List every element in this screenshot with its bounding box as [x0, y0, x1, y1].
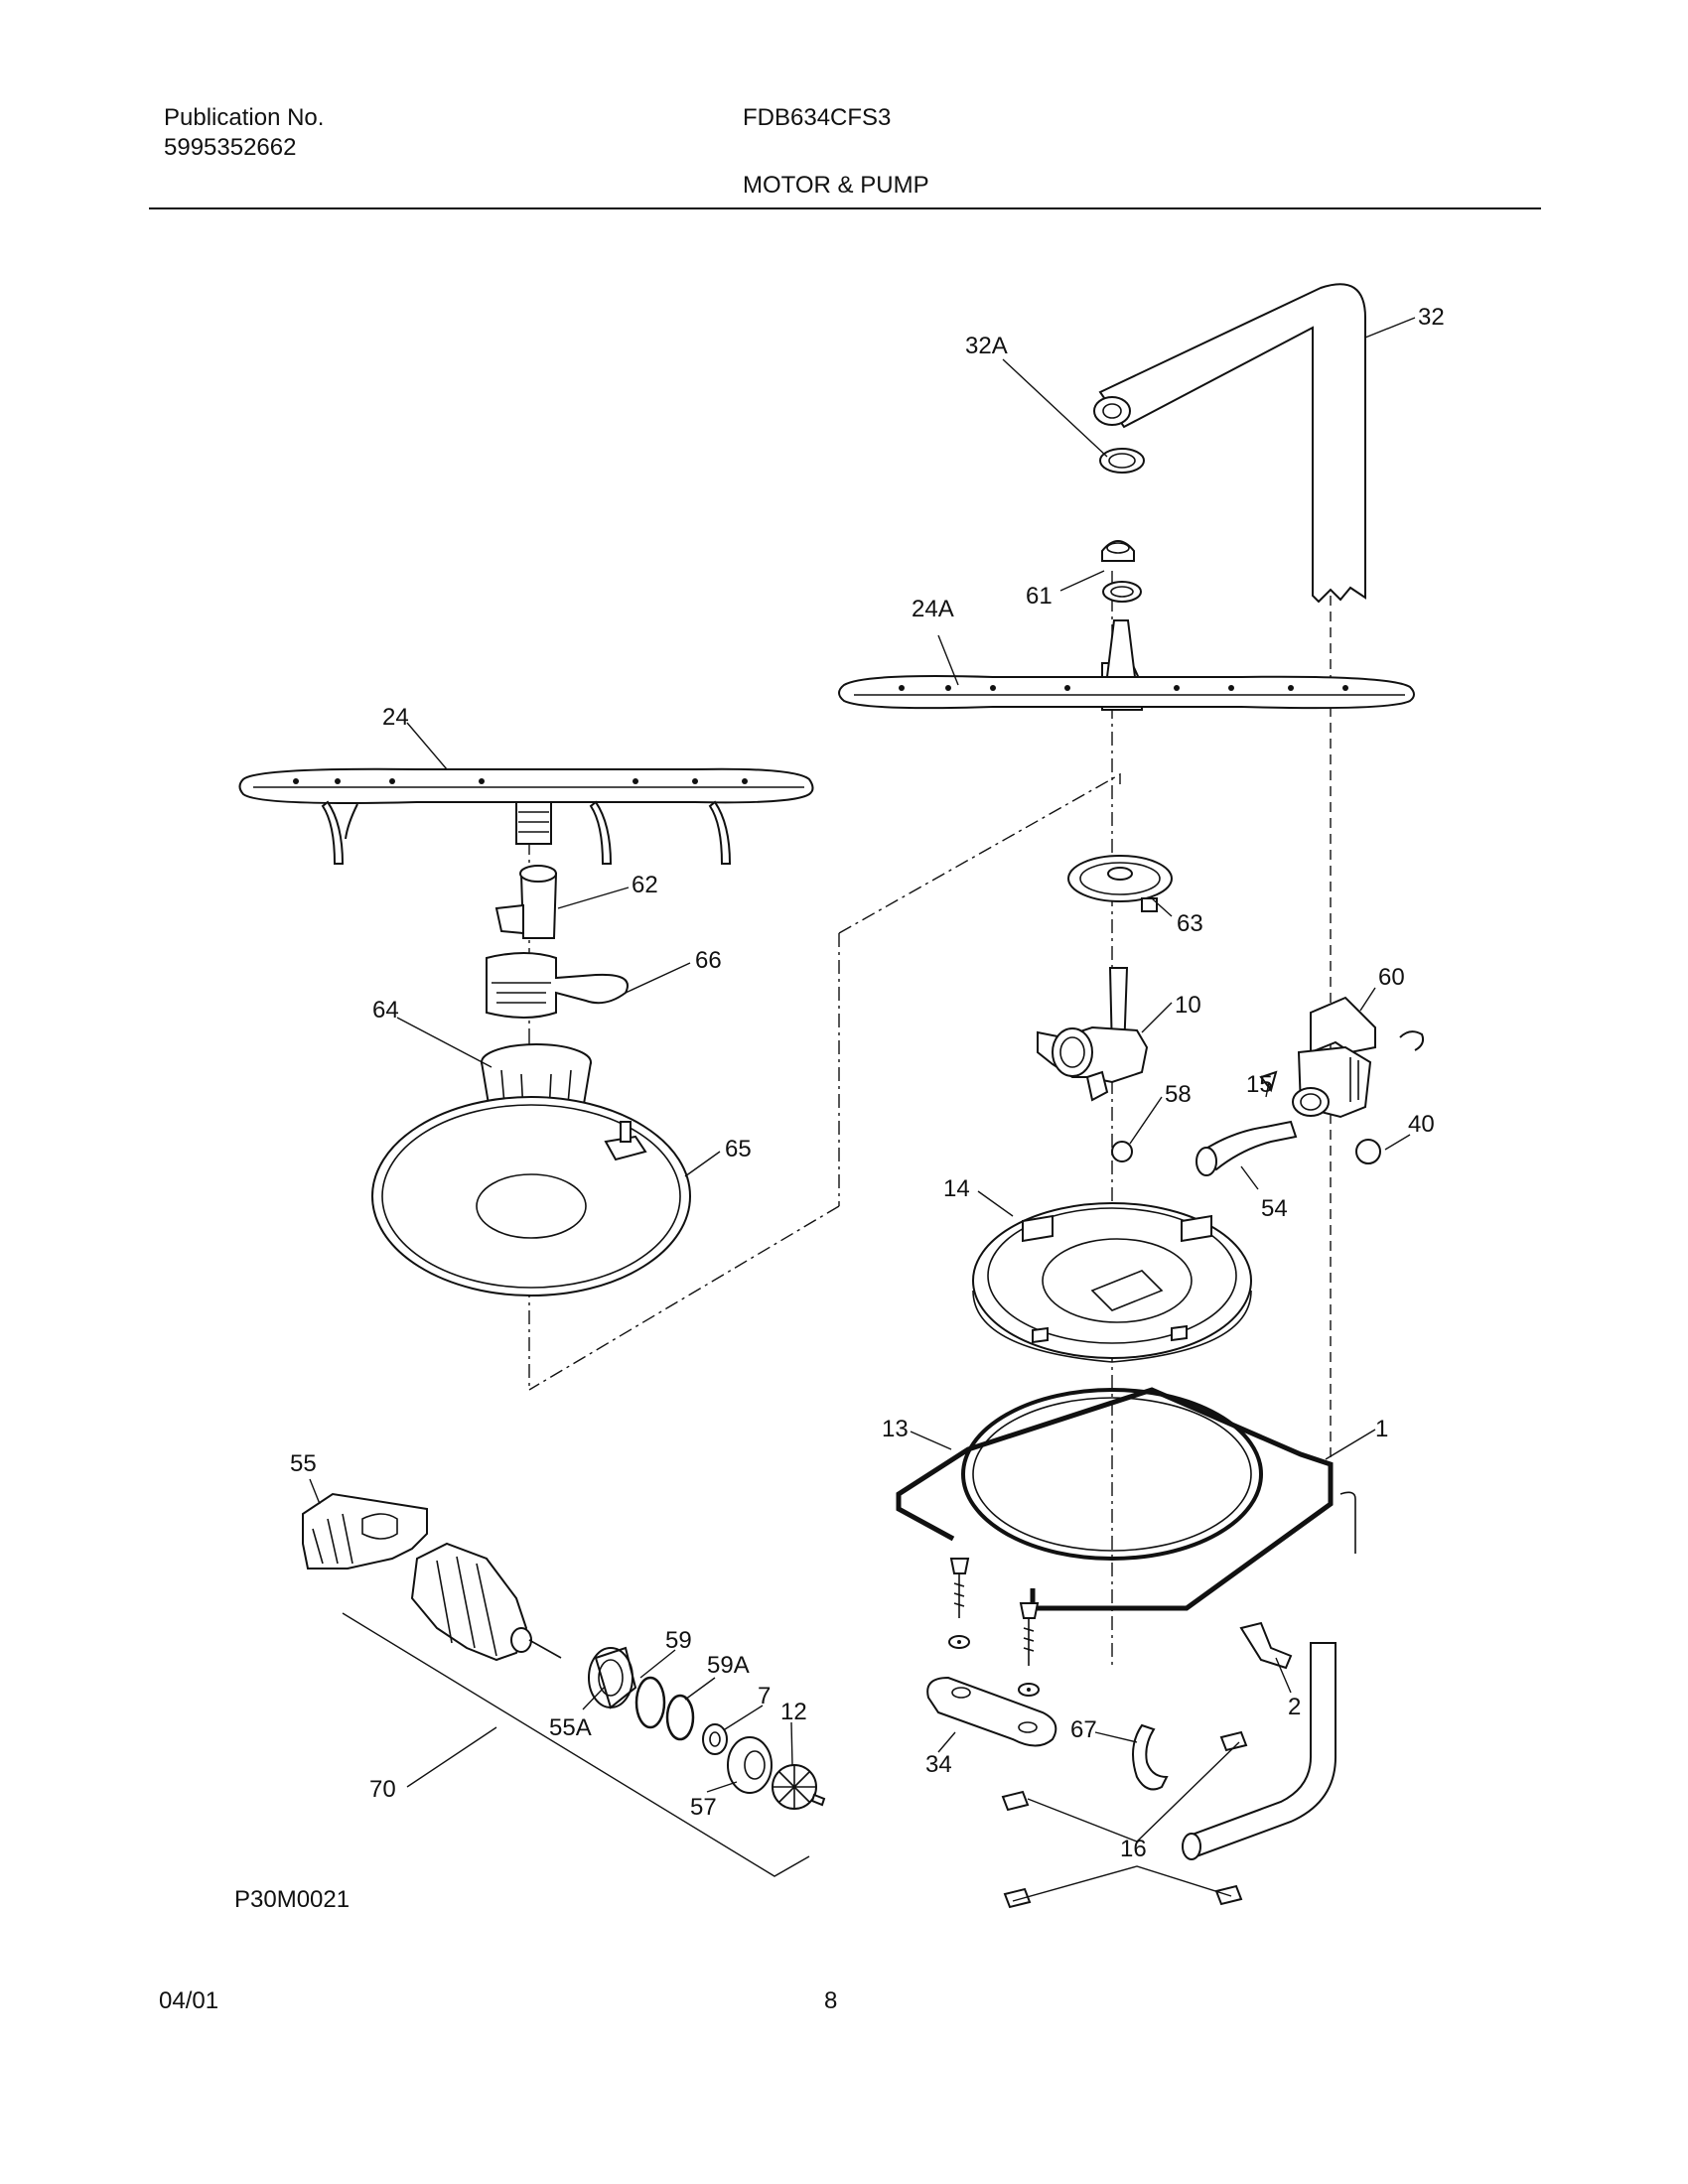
part-14-sump	[972, 1202, 1252, 1363]
center-lines	[528, 571, 1332, 1668]
callout-58: 58	[1165, 1081, 1192, 1108]
part-65-screen	[371, 1096, 691, 1297]
part-40-clamp	[1355, 1030, 1425, 1164]
part-57-pump-cover	[727, 1736, 773, 1794]
callout-66: 66	[695, 947, 722, 974]
callout-13: 13	[882, 1416, 909, 1442]
part-16-feet	[1001, 1730, 1248, 1909]
part-60-water-valve	[1292, 996, 1376, 1119]
callout-32a: 32A	[965, 333, 1008, 359]
drain-hose	[1182, 1642, 1336, 1860]
part-2-clip	[1239, 1621, 1293, 1670]
part-10-pump-housing	[1037, 967, 1149, 1102]
part-13-gasket	[961, 1388, 1263, 1561]
callout-2: 2	[1288, 1694, 1301, 1720]
callout-54: 54	[1261, 1195, 1288, 1222]
part-59a-o-ring	[665, 1694, 695, 1741]
part-24a-upper-spray-arm	[838, 619, 1415, 711]
callout-63: 63	[1177, 910, 1203, 937]
part-70-motor	[342, 1542, 810, 1877]
callout-10: 10	[1175, 992, 1201, 1019]
part-54-hose	[1196, 1120, 1298, 1176]
callout-24: 24	[382, 704, 409, 731]
part-34-bracket-plate	[926, 1676, 1057, 1747]
footer-date: 04/01	[159, 1987, 219, 2014]
screw-right	[1018, 1602, 1040, 1697]
part-55-motor-bracket	[302, 1492, 428, 1570]
callout-labels: 32A 32 61 24A 24 62 63 66 64 10 60 15 58…	[290, 304, 1445, 1862]
callout-57: 57	[690, 1794, 717, 1821]
part-15-clip	[1259, 1070, 1278, 1093]
drawing-id: P30M0021	[234, 1886, 351, 1913]
callout-65: 65	[725, 1136, 752, 1162]
part-63-disc	[1067, 855, 1173, 912]
callout-67: 67	[1070, 1716, 1097, 1743]
callout-59a: 59A	[707, 1652, 750, 1679]
part-58-ball	[1111, 1141, 1133, 1162]
part-1-heater-element	[896, 1387, 1356, 1611]
part-32-fill-tube	[1093, 283, 1366, 604]
callout-59: 59	[665, 1627, 692, 1654]
callout-34: 34	[925, 1751, 952, 1778]
footer-page-number: 8	[824, 1987, 838, 2014]
part-59-o-ring	[634, 1676, 666, 1729]
leader-lines	[309, 317, 1416, 1902]
callout-7: 7	[758, 1683, 771, 1709]
section-title: MOTOR & PUMP	[743, 172, 929, 199]
publication-label: Publication No.	[164, 104, 325, 131]
callout-64: 64	[372, 997, 399, 1024]
callout-32: 32	[1418, 304, 1445, 331]
screw-left	[948, 1558, 970, 1649]
callout-16: 16	[1120, 1836, 1147, 1862]
part-62-tube	[494, 865, 558, 939]
callout-24a: 24A	[912, 596, 954, 622]
part-12-impeller	[772, 1764, 826, 1810]
callout-15: 15	[1246, 1071, 1273, 1098]
callout-12: 12	[780, 1699, 807, 1725]
callout-55a: 55A	[549, 1714, 592, 1741]
callout-14: 14	[943, 1175, 970, 1202]
part-61-nut	[1101, 540, 1142, 603]
part-55a-seal-housing	[588, 1646, 637, 1709]
callout-70: 70	[369, 1776, 396, 1803]
part-7-seal	[702, 1723, 728, 1755]
callout-62: 62	[632, 872, 658, 898]
callout-60: 60	[1378, 964, 1405, 991]
publication-number: 5995352662	[164, 134, 297, 161]
part-24-lower-spray-arm	[238, 767, 814, 865]
callout-1: 1	[1375, 1416, 1388, 1442]
callout-40: 40	[1408, 1111, 1435, 1138]
callout-61: 61	[1026, 583, 1053, 610]
header-rule	[149, 207, 1541, 209]
part-66-chopper	[486, 952, 629, 1019]
model-number: FDB634CFS3	[743, 104, 892, 131]
part-67-hose	[1132, 1723, 1169, 1791]
part-32a-ring	[1099, 448, 1145, 474]
callout-55: 55	[290, 1450, 317, 1477]
